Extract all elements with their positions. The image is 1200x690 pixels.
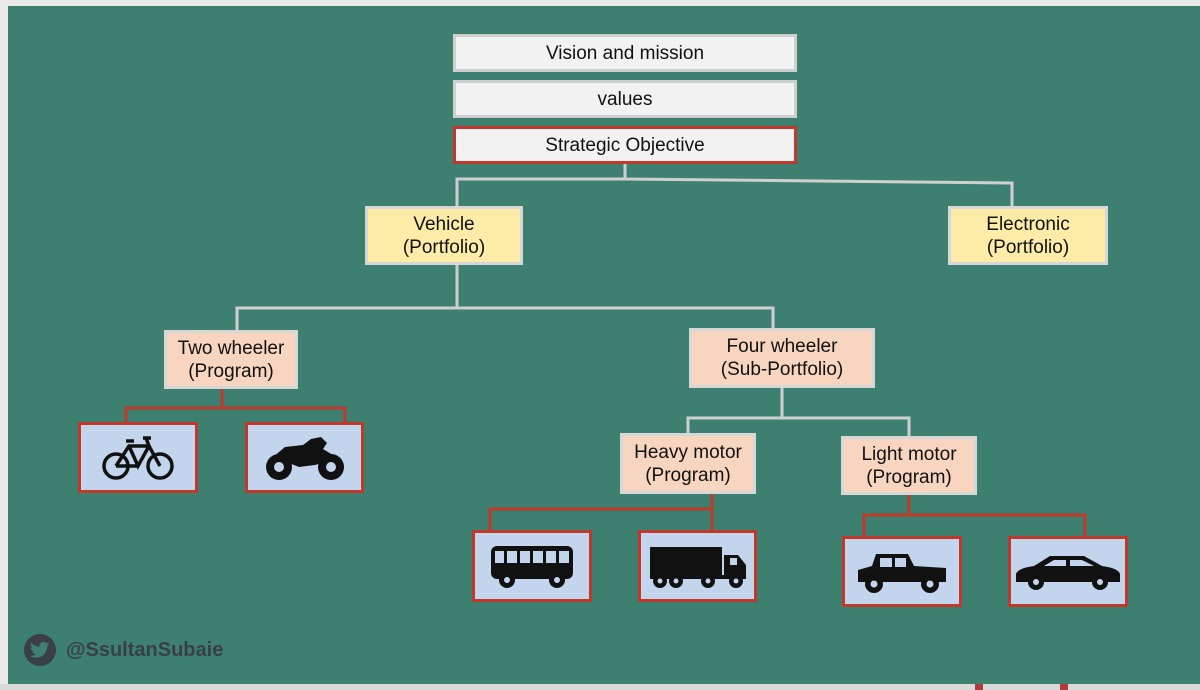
connector-strategic-electronic bbox=[624, 177, 1014, 207]
strip-mark bbox=[1060, 684, 1068, 690]
light-motor-program-box: Light motor (Program) bbox=[841, 436, 977, 495]
connector-vehicle-two-wheeler bbox=[235, 264, 459, 331]
heavy-motor-program-box: Heavy motor (Program) bbox=[620, 433, 756, 494]
four-wheeler-subportfolio-box: Four wheeler (Sub-Portfolio) bbox=[689, 328, 875, 388]
values-box: values bbox=[453, 80, 797, 118]
strategic-objective-box: Strategic Objective bbox=[453, 126, 797, 164]
connector-heavy-bus bbox=[488, 494, 714, 531]
truck-icon bbox=[649, 547, 746, 588]
connector-strategic-vehicle bbox=[455, 163, 627, 207]
connector-four-heavy bbox=[686, 388, 784, 433]
motorcycle-icon bbox=[265, 436, 344, 480]
sedan-icon bbox=[1016, 555, 1120, 590]
connector-two-motorcycle bbox=[222, 406, 347, 424]
bicycle-box bbox=[78, 422, 198, 493]
jeep-box bbox=[842, 536, 962, 607]
jeep-icon bbox=[858, 553, 946, 593]
connector-four-light bbox=[782, 416, 911, 437]
twitter-icon bbox=[24, 634, 56, 666]
connector-two-bicycle bbox=[124, 388, 224, 424]
twitter-handle: @SsultanSubaie bbox=[66, 638, 224, 661]
bus-box bbox=[472, 530, 592, 602]
two-wheeler-program-box: Two wheeler (Program) bbox=[164, 330, 298, 389]
twitter-footer: @SsultanSubaie bbox=[24, 634, 223, 666]
bottom-strip bbox=[0, 684, 1200, 690]
bus-icon bbox=[491, 546, 573, 588]
vision-mission-box: Vision and mission bbox=[453, 34, 797, 72]
bicycle-icon bbox=[102, 435, 174, 480]
connector-light-jeep bbox=[862, 494, 911, 537]
connector-vehicle-four-wheeler bbox=[457, 306, 775, 329]
sedan-box bbox=[1008, 536, 1128, 607]
electronic-portfolio-box: Electronic (Portfolio) bbox=[948, 206, 1108, 265]
connector-light-sedan bbox=[909, 513, 1087, 537]
truck-box bbox=[638, 530, 757, 602]
strip-mark bbox=[975, 684, 983, 690]
vehicle-portfolio-box: Vehicle (Portfolio) bbox=[365, 206, 523, 265]
motorcycle-box bbox=[245, 422, 364, 493]
